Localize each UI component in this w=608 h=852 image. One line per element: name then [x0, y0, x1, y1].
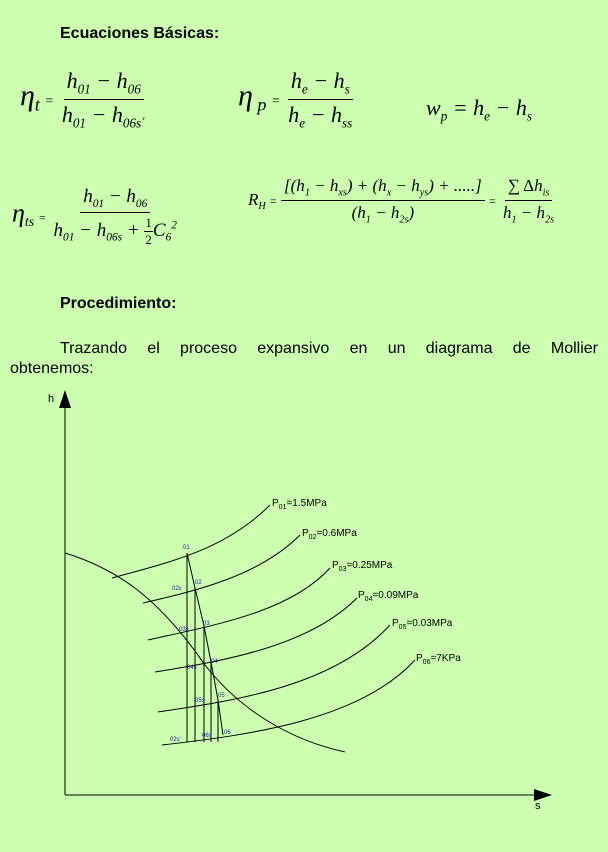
isobar-label-p05: P05=0.03MPa	[392, 618, 453, 631]
point-label-04: 04	[211, 659, 218, 665]
svg-text:P04=0.09MPa: P04=0.09MPa	[358, 590, 419, 603]
x-axis-label: s	[535, 800, 541, 812]
y-axis-arrow	[59, 390, 71, 408]
point-label-05: 05	[218, 693, 225, 699]
point-label-05s: 05s	[195, 698, 205, 704]
svg-text:P01=1.5MPa: P01=1.5MPa	[272, 498, 327, 511]
real-expansion-line	[186, 552, 224, 736]
isobar-p03	[147, 567, 331, 641]
paragraph-line-2: obtenemos:	[10, 360, 94, 377]
isobar-label-p04: P04=0.09MPa	[358, 590, 419, 603]
equation-eta-p: η p = he − hs he − hss	[238, 68, 353, 131]
point-label-06: 06	[224, 730, 231, 736]
equation-rh: RH = [(h1 − hxs) + (hx − hys) + .....] (…	[248, 176, 555, 226]
isobar-label-p03: P03=0.25MPa	[332, 560, 393, 573]
paragraph-line-1: Trazando el proceso expansivo en un diag…	[60, 340, 598, 358]
svg-text:P03=0.25MPa: P03=0.25MPa	[332, 560, 393, 573]
isobar-p05	[157, 624, 391, 713]
equation-eta-t: ηt = h01 − h06 h01 − h06s΄	[20, 68, 146, 131]
point-label-06s: 06s	[202, 733, 212, 739]
point-label-04s: 04s	[187, 665, 197, 671]
saturation-curve	[64, 552, 346, 753]
isobar-p01	[111, 504, 271, 579]
section-title-equations: Ecuaciones Básicas:	[60, 25, 220, 42]
point-label-03s: 03s	[179, 627, 189, 633]
isobar-label-p02: P02=0.6MPa	[302, 528, 357, 541]
point-label-02s-prime: 02s'	[170, 737, 181, 743]
isobar-p02	[142, 534, 301, 604]
svg-text:P06=7KPa: P06=7KPa	[416, 653, 461, 666]
isobar-p04	[154, 597, 358, 673]
equation-wp: wp = he − hs	[426, 95, 532, 124]
point-label-01: 01	[183, 545, 190, 551]
point-label-02s: 02s	[172, 586, 182, 592]
paragraph-text-1: Trazando el proceso expansivo en un diag…	[60, 340, 598, 357]
isobar-label-p01: P01=1.5MPa	[272, 498, 327, 511]
section-title-procedure: Procedimiento:	[60, 295, 177, 312]
x-axis-arrow	[534, 789, 552, 801]
y-axis-label: h	[48, 393, 54, 405]
svg-text:P02=0.6MPa: P02=0.6MPa	[302, 528, 357, 541]
point-label-02: 02	[195, 580, 202, 586]
isobar-p06	[161, 659, 416, 746]
point-label-03: 03	[203, 621, 210, 627]
isobar-label-p06: P06=7KPa	[416, 653, 461, 666]
svg-text:P05=0.03MPa: P05=0.03MPa	[392, 618, 453, 631]
